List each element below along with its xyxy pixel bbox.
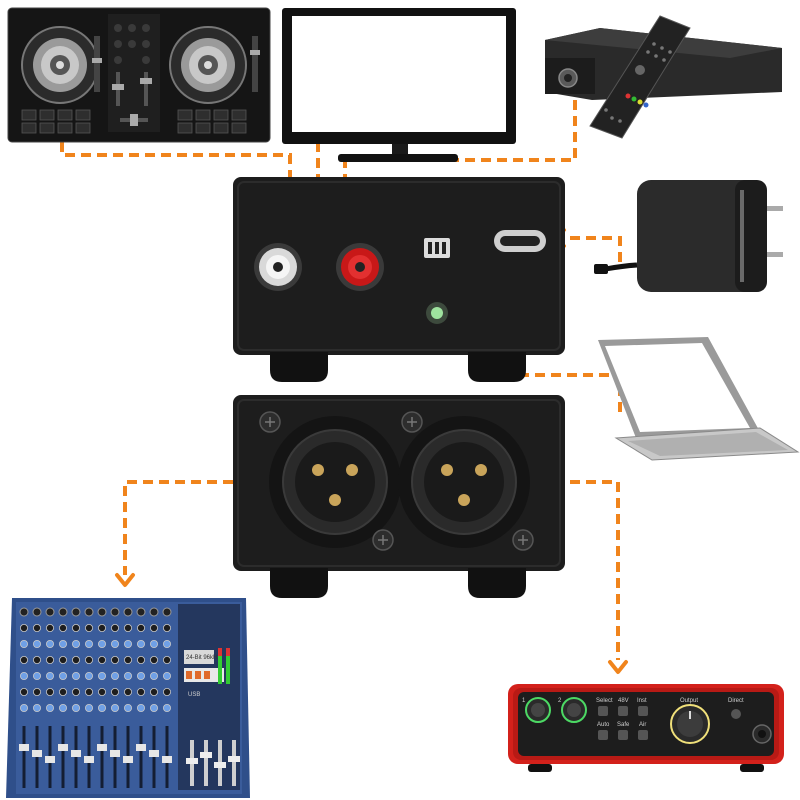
mixer-channel-strip xyxy=(58,607,68,788)
dj-controller xyxy=(7,7,271,143)
input-2-label: 2 xyxy=(558,698,562,704)
select-label: Select xyxy=(596,698,613,704)
output-label: Output xyxy=(680,698,698,704)
mixer-usb-label: USB xyxy=(188,692,200,698)
remote-control-icon xyxy=(589,15,691,139)
performance-pads xyxy=(21,109,247,134)
dip-switch xyxy=(424,238,450,258)
remote-control xyxy=(589,15,691,139)
charger-to-usb-line xyxy=(570,236,622,262)
rca-jack-white xyxy=(254,243,302,291)
laptop xyxy=(598,337,800,461)
mixer-level-meters xyxy=(218,648,230,684)
usb-power-adapter-icon xyxy=(637,180,767,292)
monitor-stand xyxy=(338,154,458,162)
monitor-screen xyxy=(292,16,506,132)
mixer-master-section: 24-Bit 96kHz USB xyxy=(178,604,240,790)
air-label: Air xyxy=(639,722,646,728)
xlr-converter-unit xyxy=(233,395,565,598)
mixing-console: 24-Bit 96kHz USB xyxy=(6,598,250,798)
power-led xyxy=(426,302,448,324)
auto-label: Auto xyxy=(597,722,610,728)
inst-label: Inst xyxy=(637,698,647,704)
xlr-connector-left xyxy=(269,416,401,548)
mixer-channel-strip xyxy=(149,607,159,788)
output-knob xyxy=(670,704,710,744)
direct-monitor-button xyxy=(731,709,741,719)
usb-power-adapter xyxy=(594,180,783,292)
arrow-interface xyxy=(608,660,628,674)
mixer-channel-strip xyxy=(84,607,94,788)
mixer-model-label: 24-Bit 96kHz xyxy=(186,655,220,661)
mixer-channel-strip xyxy=(32,607,42,788)
safe-label: Safe xyxy=(617,722,630,728)
tv-monitor xyxy=(282,8,516,162)
xlr-connector-right xyxy=(398,416,530,548)
gain-knob-1 xyxy=(525,697,551,723)
rca-jack-red xyxy=(336,243,384,291)
mixer-channel-strip xyxy=(110,607,120,788)
interface-buttons xyxy=(598,706,648,740)
mixer-channel-strip xyxy=(45,607,55,788)
usb-c-port xyxy=(494,230,546,252)
laptop-screen xyxy=(605,343,750,432)
dj-to-rca-line xyxy=(60,142,292,185)
gain-knob-2 xyxy=(561,697,587,723)
audio-interface: 1 2 Select 48V Inst Auto Safe Air Output… xyxy=(508,684,784,772)
direct-label: Direct xyxy=(728,698,744,704)
right-jog-wheel xyxy=(169,26,247,104)
rca-unit-feet xyxy=(270,352,526,382)
mixer-channel-strip xyxy=(71,607,81,788)
rca-converter-icon xyxy=(233,177,565,355)
mixer-channel-strip xyxy=(136,607,146,788)
mixer-channel-strip xyxy=(97,607,107,788)
mixer-channel-strips xyxy=(19,607,172,788)
48v-label: 48V xyxy=(618,698,629,704)
mixer-section xyxy=(108,14,160,132)
mixer-channel-strip xyxy=(123,607,133,788)
arrow-mixer xyxy=(115,573,135,587)
left-jog-wheel xyxy=(21,26,99,104)
input-1-label: 1 xyxy=(522,698,526,704)
rca-converter-unit xyxy=(233,177,565,382)
mixer-channel-strip xyxy=(19,607,29,788)
xlr-unit-feet xyxy=(270,568,526,598)
mixer-channel-strip xyxy=(162,607,172,788)
set-top-box xyxy=(545,15,782,139)
